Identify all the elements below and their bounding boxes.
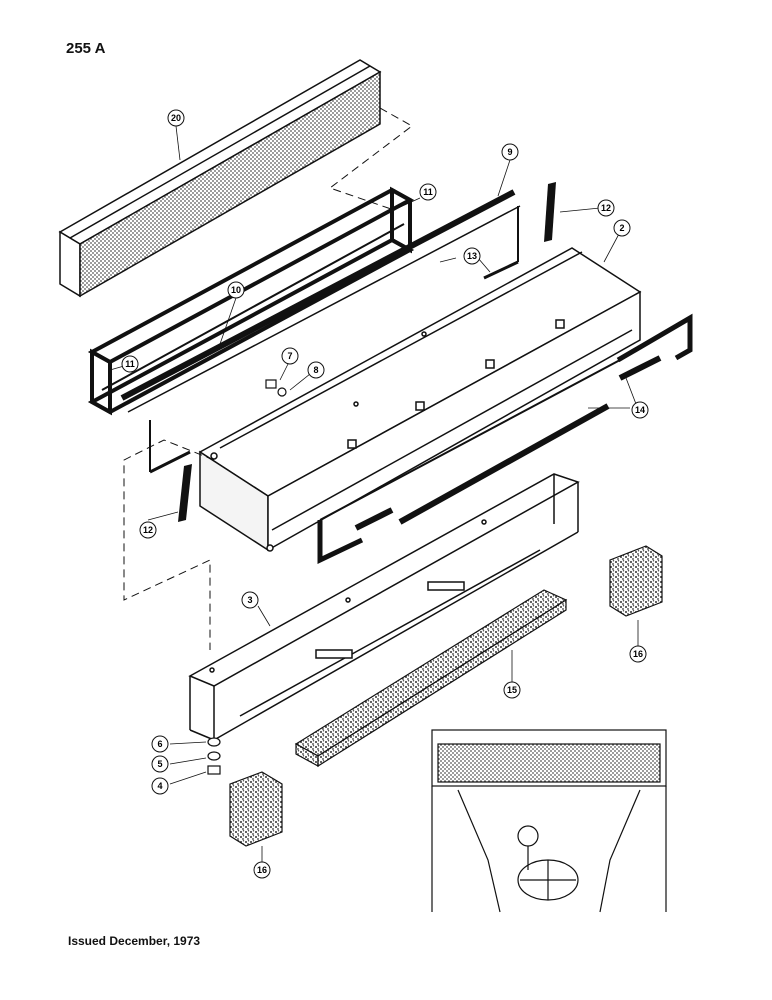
callout-circle <box>241 591 259 609</box>
foam-block-16-right <box>609 545 663 617</box>
callout-number: 5 <box>157 759 162 769</box>
callout-11: 11 <box>121 355 139 373</box>
hardware-4-5-6 <box>207 737 221 775</box>
callout-3: 3 <box>241 591 259 609</box>
issued-date: Issued December, 1973 <box>68 934 201 948</box>
callout-number: 11 <box>125 359 135 369</box>
callout-circle <box>139 521 157 539</box>
gaskets-14 <box>317 313 693 564</box>
callout-number: 15 <box>507 685 517 695</box>
callout-11: 11 <box>419 183 437 201</box>
callout-number: 4 <box>157 781 162 791</box>
dashed-guide-20 <box>328 107 413 211</box>
inset-installation-view <box>431 729 667 913</box>
side-strips-13 <box>149 206 519 474</box>
callout-circle <box>281 347 299 365</box>
frame-3 <box>188 473 580 741</box>
callout-number: 7 <box>287 351 292 361</box>
foam-strip-15 <box>294 589 568 768</box>
callout-number: 9 <box>507 147 512 157</box>
leader-lines <box>109 125 639 866</box>
callout-10: 10 <box>227 281 245 299</box>
callout-16: 16 <box>629 645 647 663</box>
callout-15: 15 <box>503 681 521 699</box>
callout-number: 14 <box>635 405 645 415</box>
callout-circle <box>151 735 169 753</box>
callout-circle <box>151 777 169 795</box>
callout-12: 12 <box>597 199 615 217</box>
callout-circle <box>631 401 649 419</box>
callout-number: 11 <box>423 187 433 197</box>
callout-circle <box>167 109 185 127</box>
callout-8: 8 <box>307 361 325 379</box>
callout-labels: 20 11 9 12 2 13 10 11 7 8 14 12 3 16 15 6 5 4 16 <box>121 109 649 879</box>
callout-circle <box>121 355 139 373</box>
callout-number: 20 <box>171 113 181 123</box>
callout-number: 2 <box>619 223 624 233</box>
callout-number: 13 <box>467 251 477 261</box>
seal-block-12 <box>178 182 556 522</box>
foam-block-16-left <box>229 771 283 847</box>
callout-circle <box>419 183 437 201</box>
page-number: 255 A <box>66 40 106 57</box>
callout-circle <box>503 681 521 699</box>
callout-number: 16 <box>257 865 267 875</box>
callout-number: 10 <box>231 285 241 295</box>
filter-element-20 <box>58 59 382 298</box>
dashed-guide-12 <box>123 439 215 650</box>
callout-circle <box>463 247 481 265</box>
callout-circle <box>253 861 271 879</box>
callout-2: 2 <box>613 219 631 237</box>
callout-circle <box>307 361 325 379</box>
callout-12: 12 <box>139 521 157 539</box>
callout-circle <box>151 755 169 773</box>
seal-strips-9-10 <box>101 189 521 413</box>
callout-6: 6 <box>151 735 169 753</box>
callout-5: 5 <box>151 755 169 773</box>
callout-circle <box>597 199 615 217</box>
callout-4: 4 <box>151 777 169 795</box>
bolt-7-washer-8 <box>265 379 287 397</box>
callout-9: 9 <box>501 143 519 161</box>
callout-number: 16 <box>633 649 643 659</box>
callout-circle <box>613 219 631 237</box>
callout-circle <box>227 281 245 299</box>
housing-2 <box>198 247 642 552</box>
callout-20: 20 <box>167 109 185 127</box>
callout-7: 7 <box>281 347 299 365</box>
callout-circle <box>501 143 519 161</box>
callout-number: 12 <box>143 525 153 535</box>
callout-circle <box>629 645 647 663</box>
callout-16: 16 <box>253 861 271 879</box>
callout-number: 8 <box>313 365 318 375</box>
callout-number: 6 <box>157 739 162 749</box>
callout-number: 12 <box>601 203 611 213</box>
callout-13: 13 <box>463 247 481 265</box>
callout-number: 3 <box>247 595 252 605</box>
callout-14: 14 <box>631 401 649 419</box>
